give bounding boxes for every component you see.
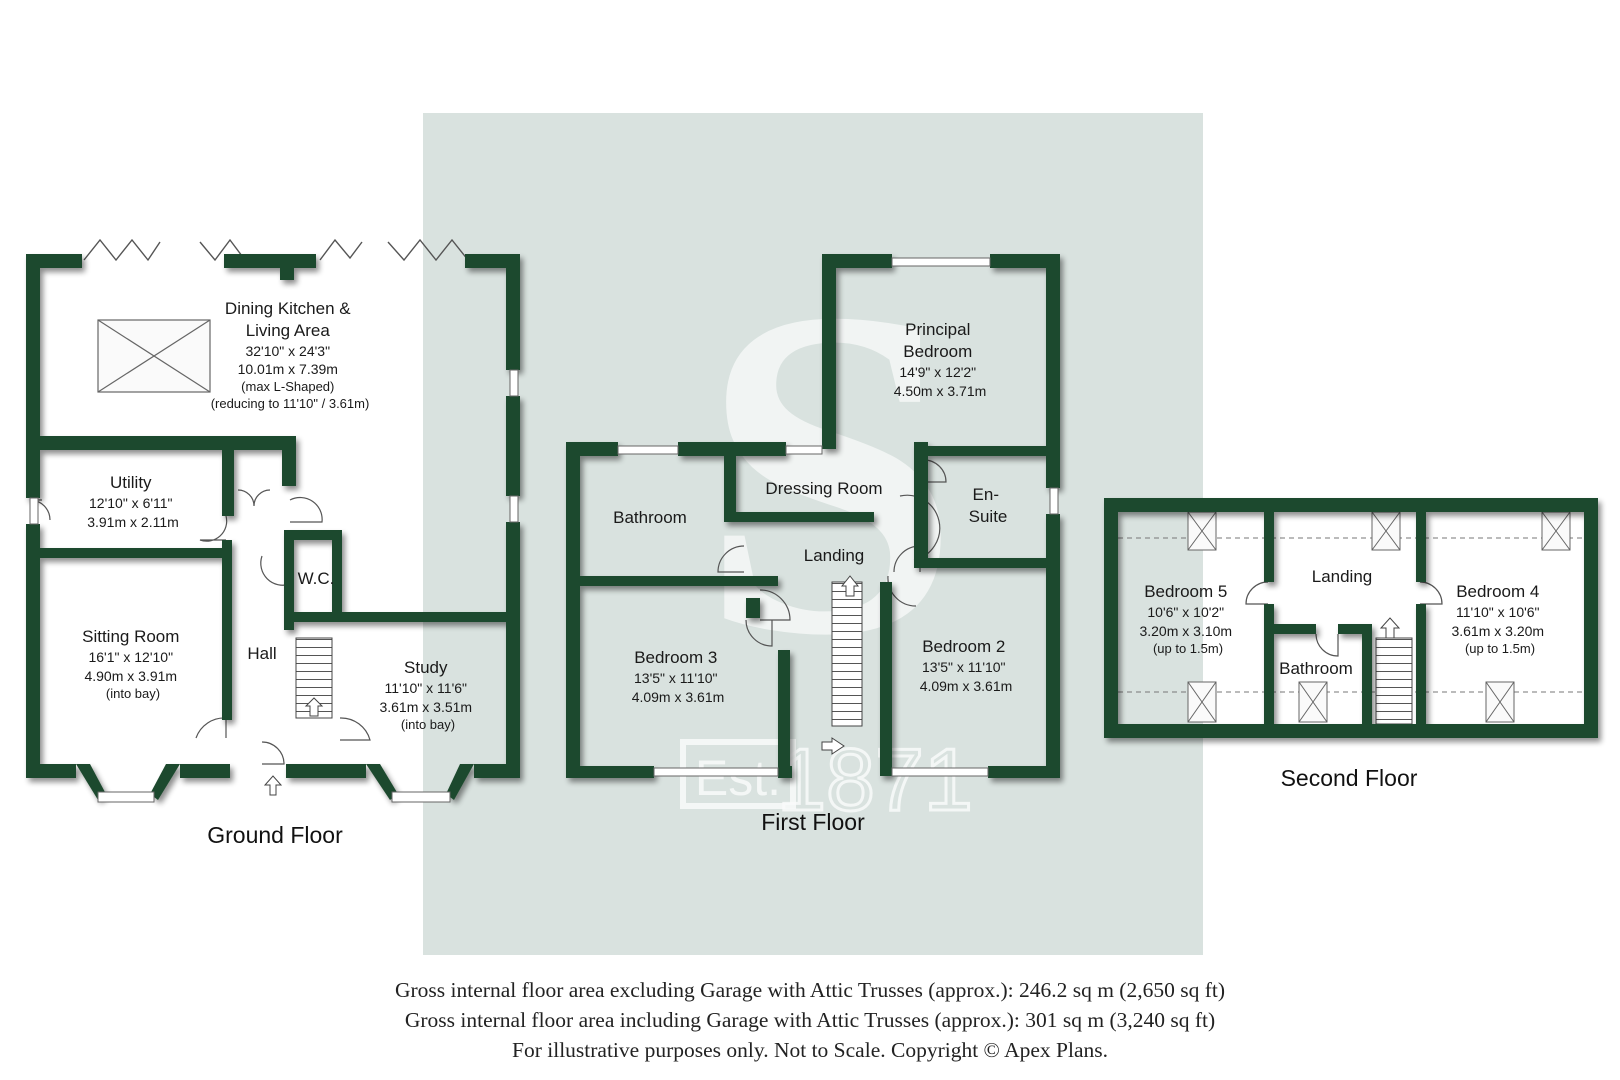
first-stairs-arrow-icon [840, 575, 860, 597]
second-stairs [1375, 637, 1413, 725]
watermark-year: 1871 [777, 730, 973, 829]
rooflights [1187, 511, 1571, 723]
utility-label: Utility 12'10" x 6'11" 3.91m x 2.11m [87, 473, 179, 530]
ground-walls [26, 254, 520, 800]
copyright-notice: For illustrative purposes only. Not to S… [512, 1038, 1108, 1062]
second-landing-label: Landing [1312, 567, 1373, 586]
entrance-arrow-icon [263, 775, 283, 796]
dressing-room-label: Dressing Room [765, 479, 882, 498]
second-bathroom-label: Bathroom [1279, 659, 1353, 678]
ensuite-label: En- Suite [969, 485, 1008, 526]
ground-windows [29, 369, 519, 803]
roof-lantern [97, 319, 211, 393]
dining-room-label: Dining Kitchen & Living Area 32'10" x 24… [211, 299, 370, 411]
area-excluding-garage: Gross internal floor area excluding Gara… [395, 978, 1225, 1002]
area-footer: Gross internal floor area excluding Gara… [0, 975, 1620, 1065]
second-stairs-arrow-icon [1379, 617, 1401, 639]
stairs-arrow-icon [304, 697, 324, 717]
second-floor: Bedroom 5 10'6" x 10'2" 3.20m x 3.10m (u… [1104, 498, 1598, 791]
principal-bedroom-label: Principal Bedroom 14'9" x 12'2" 4.50m x … [894, 320, 987, 399]
bedroom-4-label: Bedroom 4 11'10" x 10'6" 3.61m x 3.20m (… [1451, 582, 1548, 656]
hall-label: Hall [247, 644, 276, 663]
bedroom-5-label: Bedroom 5 10'6" x 10'2" 3.20m x 3.10m (u… [1139, 582, 1236, 656]
second-door-swings [1245, 581, 1443, 657]
second-floor-title: Second Floor [1281, 765, 1418, 791]
landing-label: Landing [804, 546, 865, 565]
bedroom-2-label: Bedroom 2 13'5" x 11'10" 4.09m x 3.61m [920, 637, 1013, 694]
watermark-est: Est. [695, 750, 781, 806]
study-label: Study 11'10" x 11'6" 3.61m x 3.51m (into… [379, 658, 476, 732]
landing-arrow-icon [821, 737, 845, 755]
bifold-doors [83, 238, 469, 262]
area-including-garage: Gross internal floor area including Gara… [404, 1008, 1216, 1032]
sitting-room-label: Sitting Room 16'1" x 12'10" 4.90m x 3.91… [82, 627, 184, 701]
bedroom-3-label: Bedroom 3 13'5" x 11'10" 4.09m x 3.61m [632, 648, 725, 705]
bathroom-label: Bathroom [613, 508, 687, 527]
background-panel [423, 113, 1203, 955]
ground-floor-title: Ground Floor [207, 822, 343, 848]
first-floor: Principal Bedroom 14'9" x 12'2" 4.50m x … [566, 254, 1060, 835]
first-windows [617, 257, 1059, 777]
wc-label: W.C. [298, 569, 335, 588]
first-floor-title: First Floor [761, 809, 865, 835]
first-walls [566, 254, 1060, 778]
first-stairs [831, 581, 863, 727]
ground-floor: Dining Kitchen & Living Area 32'10" x 24… [26, 238, 520, 848]
second-walls [1104, 498, 1598, 738]
